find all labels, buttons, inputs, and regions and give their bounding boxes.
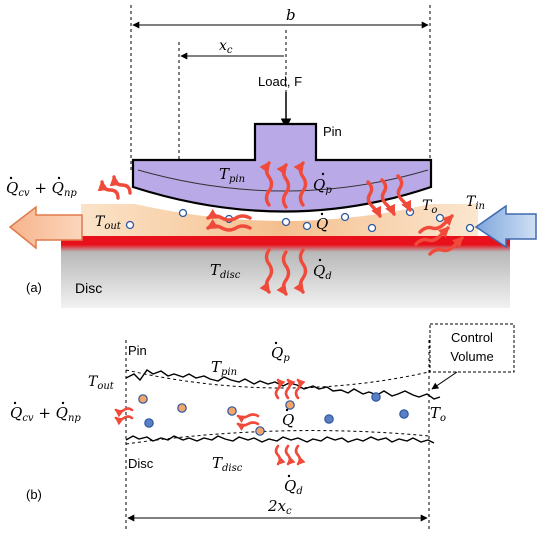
outlet-flow-arrow (8, 205, 83, 250)
panel-a: b xc Load, F Disc (a) Pin (6, 5, 537, 308)
panel-b: Control Volume (10, 323, 515, 530)
heat-arrows-b (114, 378, 306, 466)
b-Q: Q (282, 411, 294, 429)
a-Q-p: Qp (313, 176, 332, 196)
control-volume-box (429, 323, 515, 373)
b-disc-label: Disc (128, 456, 154, 471)
pin-rough-surface (125, 369, 441, 400)
inlet-flow-arrow (474, 204, 537, 249)
lubricant-film (81, 204, 478, 236)
disc-mean-line (125, 430, 430, 445)
a-Q-d: Qd (313, 262, 332, 282)
dim-xc-label: xc (219, 38, 233, 56)
a-Q-cv-Q-np: Qcv + Qnp (6, 179, 77, 199)
panel-a-label: (a) (26, 280, 42, 295)
heat-arrows-a (97, 161, 464, 296)
disc-body (61, 236, 510, 308)
b-Q-d: Qd (284, 477, 303, 497)
a-T-o: To (422, 198, 437, 216)
particles-b (138, 392, 409, 436)
load-label: Load, F (258, 74, 302, 89)
dim-b-label: b (286, 6, 296, 24)
pin-mean-line (125, 369, 430, 389)
a-T-in: Tin (466, 194, 485, 212)
dim-2xc-label: 2xc (267, 497, 292, 517)
pin-inner-curve (137, 169, 429, 192)
a-T-out: Tout (95, 214, 122, 232)
b-Q-cv-Q-np: Qcv + Qnp (10, 404, 81, 424)
a-Q: Q (316, 215, 328, 233)
panel-b-label: (b) (26, 487, 42, 502)
b-T-pin: Tpin (211, 358, 237, 378)
disc-rough-surface (125, 435, 435, 444)
b-T-o: To (430, 404, 446, 424)
control-volume-pointer (431, 371, 458, 390)
b-dot-marks (13, 341, 291, 478)
control-volume-label-1: Control (451, 330, 493, 345)
b-T-disc: Tdisc (212, 454, 243, 474)
a-T-pin: Tpin (219, 165, 245, 185)
b-T-out: Tout (88, 374, 115, 392)
b-pin-label: Pin (128, 343, 147, 358)
disc-label: Disc (75, 280, 102, 296)
pin-label: Pin (323, 124, 342, 139)
b-Q-p: Qp (271, 344, 290, 364)
a-dot-marks (9, 172, 325, 262)
control-volume-label-2: Volume (450, 349, 493, 364)
a-T-disc: Tdisc (210, 261, 241, 281)
